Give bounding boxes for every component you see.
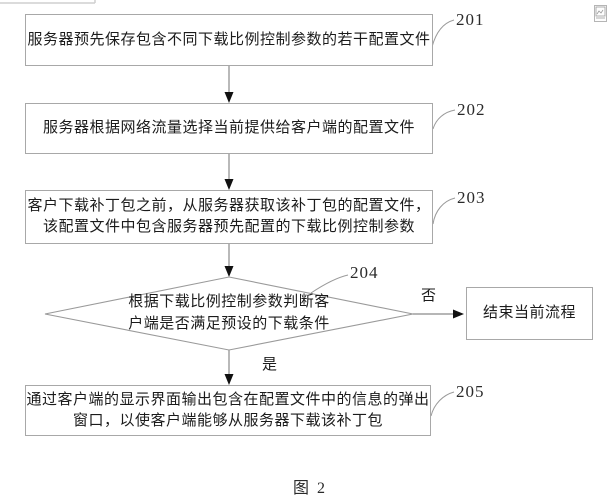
leader-line-203 — [432, 197, 456, 225]
arrowhead-right-icon — [453, 309, 464, 319]
arrowhead-down-icon — [224, 374, 234, 385]
leader-line-204 — [310, 274, 349, 294]
end-flow-box: 结束当前流程 — [466, 287, 593, 340]
ref-label-204: 204 — [350, 263, 379, 282]
branch-label-yes: 是 — [262, 357, 278, 373]
process-box-202: 服务器根据网络流量选择当前提供给客户端的配置文件 — [25, 103, 433, 154]
process-box-205-text: 通过客户端的显示界面输出包含在配置文件中的信息的弹出 窗口，以使客户端能够从服务… — [26, 391, 430, 429]
process-box-205: 通过客户端的显示界面输出包含在配置文件中的信息的弹出 窗口，以使客户端能够从服务… — [25, 385, 431, 436]
process-box-203-text: 客户下载补丁包之前，从服务器获取该补丁包的配置文件， 该配置文件中包含服务器预先… — [27, 198, 431, 235]
arrowhead-down-icon — [224, 266, 234, 277]
arrowhead-down-icon — [224, 92, 234, 103]
arrowhead-down-icon — [224, 179, 234, 190]
leader-line-202 — [432, 109, 456, 130]
leader-line-201 — [431, 19, 455, 48]
broken-image-icon — [594, 5, 607, 22]
process-box-202-text: 服务器根据网络流量选择当前提供给客户端的配置文件 — [42, 120, 415, 136]
end-flow-box-text: 结束当前流程 — [482, 305, 576, 321]
ref-label-205: 205 — [456, 382, 485, 401]
scan-edge-fragment — [0, 0, 96, 4]
process-box-201-text: 服务器预先保存包含不同下载比例控制参数的若干配置文件 — [27, 31, 431, 48]
decision-diamond-shape — [44, 276, 414, 351]
figure-caption: 图 2 — [292, 480, 327, 497]
ref-label-203: 203 — [457, 188, 486, 207]
ref-label-202: 202 — [457, 100, 486, 119]
branch-label-no: 否 — [421, 288, 437, 304]
leader-line-205 — [430, 391, 455, 417]
ref-label-201: 201 — [456, 10, 485, 29]
process-box-203: 客户下载补丁包之前，从服务器获取该补丁包的配置文件， 该配置文件中包含服务器预先… — [25, 190, 433, 244]
process-box-201: 服务器预先保存包含不同下载比例控制参数的若干配置文件 — [25, 14, 433, 66]
decision-diamond-text: 根据下载比例控制参数判断客 户端是否满足预设的下载条件 — [128, 294, 330, 332]
